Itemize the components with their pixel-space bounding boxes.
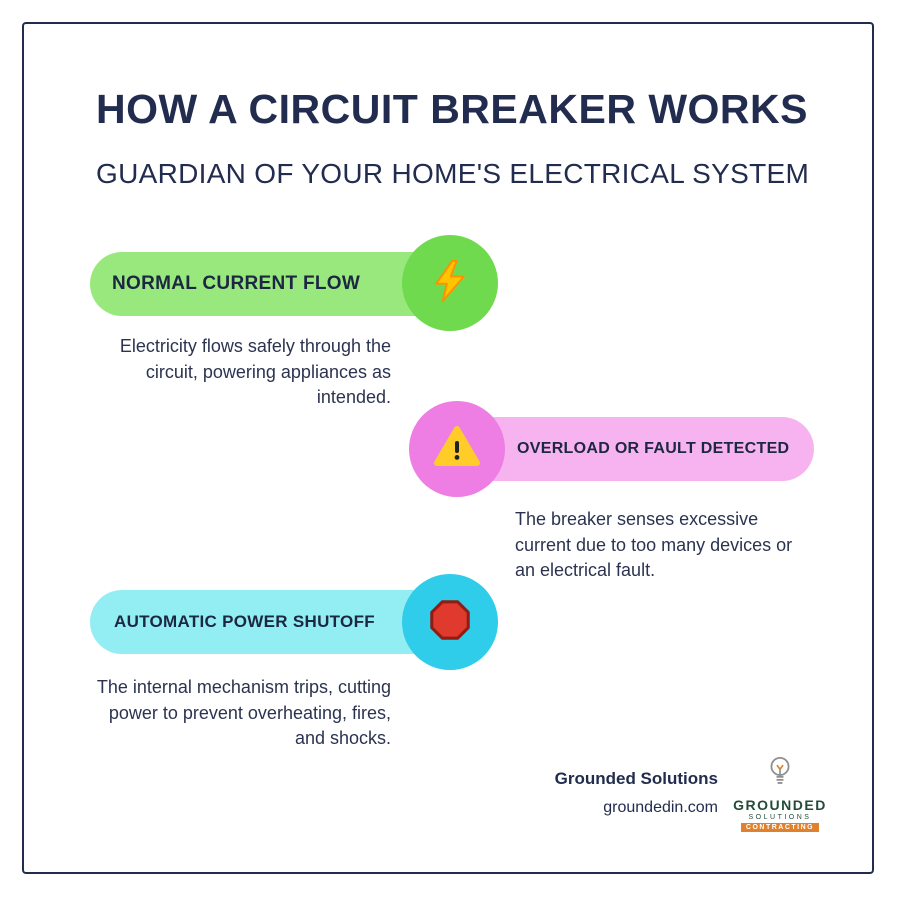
page-subtitle: GUARDIAN OF YOUR HOME'S ELECTRICAL SYSTE… [96, 158, 810, 189]
step-label: OVERLOAD OR FAULT DETECTED [517, 440, 790, 457]
infographic-frame: HOW A CIRCUIT BREAKER WORKS GUARDIAN OF … [22, 22, 874, 874]
step-icon-circle [409, 401, 505, 497]
step-description: The internal mechanism trips, cutting po… [96, 677, 391, 749]
step-pill: OVERLOAD OR FAULT DETECTED [457, 417, 814, 481]
step-label: NORMAL CURRENT FLOW [112, 273, 361, 294]
footer: Grounded Solutions groundedin.com GROUND… [555, 754, 826, 832]
step-description: The breaker senses excessive current due… [515, 509, 793, 581]
warning-triangle-icon [433, 423, 481, 476]
page-title: HOW A CIRCUIT BREAKER WORKS [96, 86, 808, 132]
step-pill: AUTOMATIC POWER SHUTOFF [90, 590, 456, 654]
website-url: groundedin.com [603, 799, 718, 816]
footer-text: Grounded Solutions groundedin.com [555, 769, 718, 817]
stop-sign-icon [427, 597, 473, 648]
step-icon-circle [402, 235, 498, 331]
step-description: Electricity flows safely through the cir… [119, 336, 391, 408]
company-logo: GROUNDED SOLUTIONS CONTRACTING [733, 754, 827, 832]
step-pill: NORMAL CURRENT FLOW [90, 252, 458, 316]
logo-line3: CONTRACTING [740, 823, 820, 832]
logo-line2: SOLUTIONS [748, 814, 812, 821]
logo-line1: GROUNDED [733, 797, 827, 813]
lightbulb-icon [763, 754, 797, 795]
step-label: AUTOMATIC POWER SHUTOFF [114, 612, 375, 631]
company-name: Grounded Solutions [554, 769, 718, 788]
step-icon-circle [402, 574, 498, 670]
lightning-bolt-icon [427, 258, 473, 309]
